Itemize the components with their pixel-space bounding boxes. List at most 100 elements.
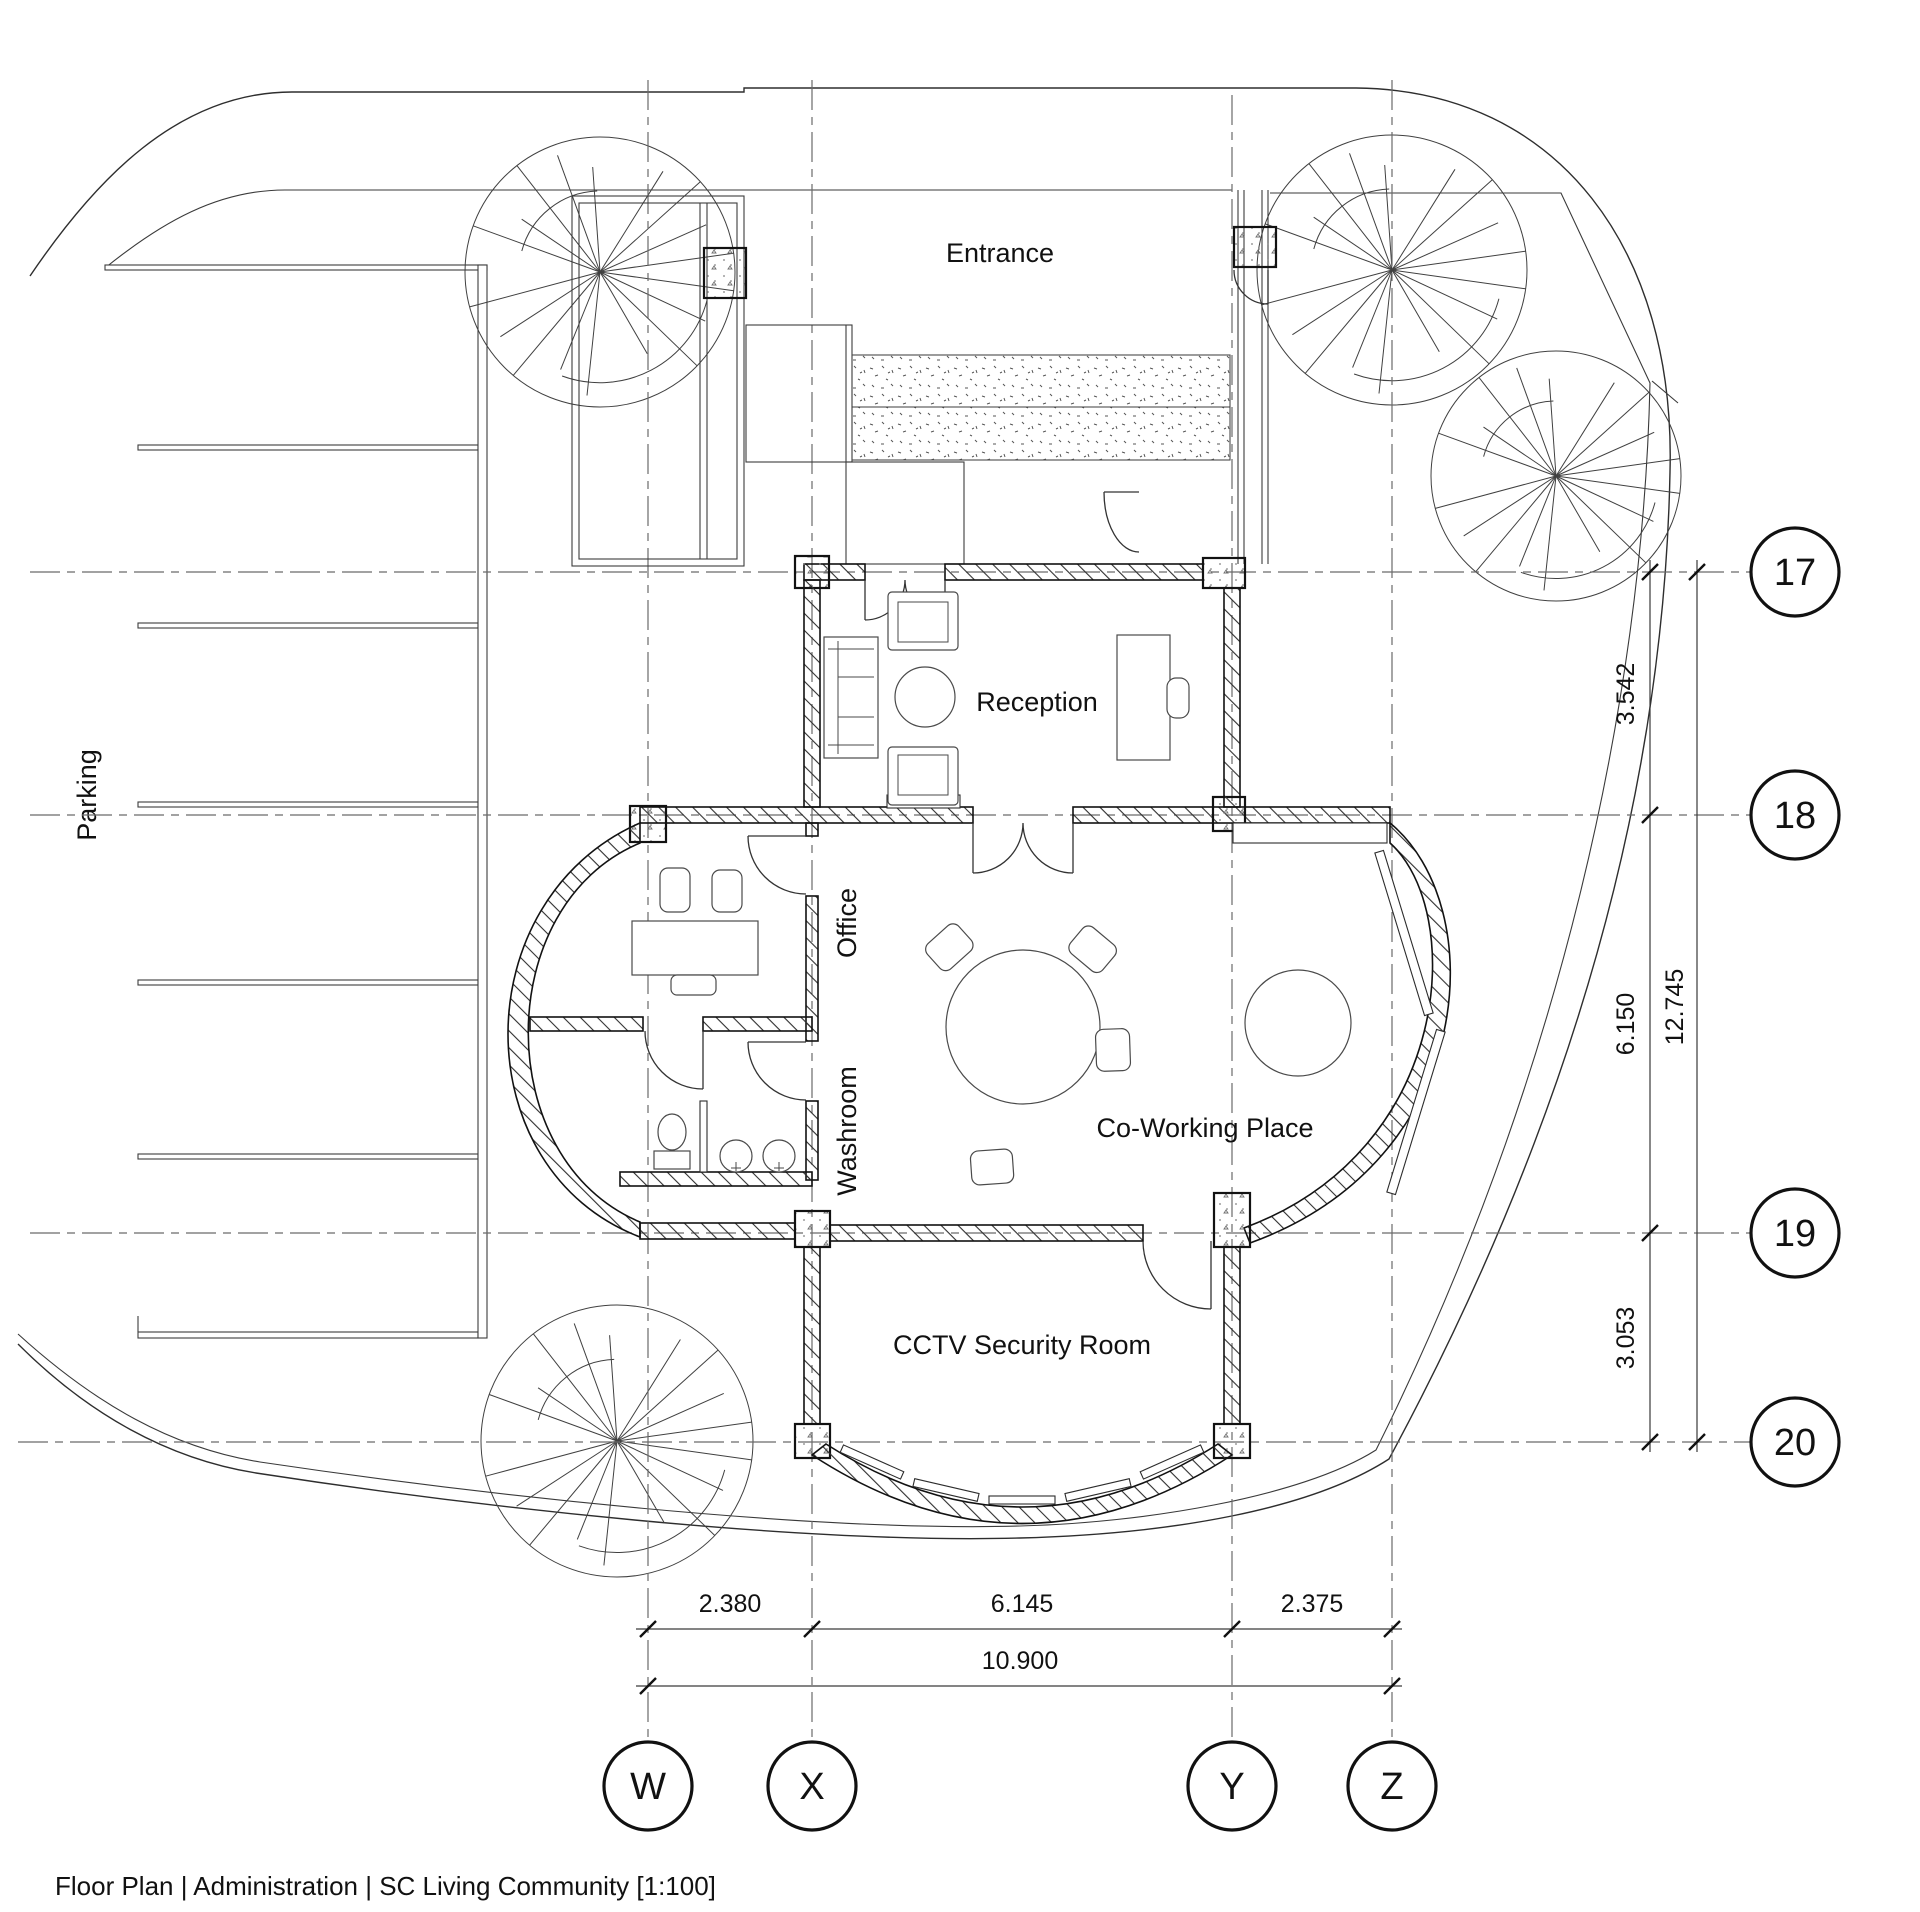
tree-icon xyxy=(464,136,736,408)
dim-col-3: 2.375 xyxy=(1281,1590,1344,1618)
office-chair xyxy=(711,869,743,913)
svg-text:Y: Y xyxy=(1219,1766,1244,1808)
toilet-tank xyxy=(653,1150,691,1170)
sink xyxy=(719,1139,753,1173)
east-wall-windows xyxy=(1374,849,1446,1196)
entrance-label: Entrance xyxy=(946,238,1054,268)
svg-text:18: 18 xyxy=(1774,795,1816,837)
svg-text:19: 19 xyxy=(1774,1213,1816,1255)
tree-icon xyxy=(480,1304,754,1578)
room-cctv: CCTV Security Room xyxy=(893,1330,1151,1360)
svg-text:W: W xyxy=(630,1766,666,1808)
svg-text:Z: Z xyxy=(1380,1766,1403,1808)
entrance-area: Entrance xyxy=(571,190,1278,567)
sofa xyxy=(823,636,879,759)
tree-icon xyxy=(1256,134,1528,406)
reception-desk xyxy=(1116,634,1171,761)
room-washroom: Washroom xyxy=(653,1066,862,1196)
washroom-door xyxy=(747,1041,807,1101)
parking-stall-line xyxy=(137,979,479,986)
dim-row-2: 6.150 xyxy=(1612,993,1640,1056)
coffee-table xyxy=(894,666,956,728)
room-office: Office xyxy=(631,867,862,996)
boundary-corner-tick xyxy=(1651,380,1679,404)
cctv-bay-wall xyxy=(810,1443,1234,1525)
column-X19 xyxy=(793,1209,832,1249)
tree-icon xyxy=(1430,350,1682,602)
entrance-steps-block xyxy=(845,461,965,565)
armchair xyxy=(887,746,959,806)
grid-bubble-17: 17 xyxy=(1749,526,1841,618)
coworking-chair xyxy=(925,923,974,972)
reception-coworking-double-door xyxy=(972,822,1074,874)
armchair xyxy=(887,591,959,651)
parking-stall-line xyxy=(137,444,479,451)
cctv-door xyxy=(1142,1240,1212,1310)
grid-bubbles: 17 18 19 20 W X Y Z xyxy=(602,526,1841,1832)
column-Y19 xyxy=(1212,1191,1252,1249)
trees xyxy=(464,134,1682,1578)
room-reception: Reception xyxy=(823,591,1190,806)
dim-row-3: 3.053 xyxy=(1612,1307,1640,1370)
entrance-column-right xyxy=(1232,225,1278,269)
parking-stall-line xyxy=(137,1153,479,1160)
cctv-bay-windows xyxy=(839,1444,1205,1505)
coworking-chair xyxy=(969,1148,1015,1186)
dim-col-1: 2.380 xyxy=(699,1590,762,1618)
corridor-door xyxy=(1233,269,1269,305)
office-door xyxy=(747,835,807,895)
parking-stall-line xyxy=(104,264,488,271)
cctv-label: CCTV Security Room xyxy=(893,1330,1151,1360)
site-boundary-inner xyxy=(17,189,1651,1528)
grid-bubble-Z: Z xyxy=(1346,1740,1438,1832)
grid-bubble-20: 20 xyxy=(1749,1396,1841,1488)
side-entry-door xyxy=(1103,491,1140,553)
grid-bubble-W: W xyxy=(602,1740,694,1832)
washroom-label: Washroom xyxy=(832,1066,862,1196)
dim-col-2: 6.145 xyxy=(991,1590,1054,1618)
site-boundary-outer xyxy=(17,87,1671,1540)
entrance-vestibule xyxy=(745,324,853,463)
svg-text:20: 20 xyxy=(1774,1422,1816,1464)
coworking-chair xyxy=(1068,925,1117,974)
room-coworking: Co-Working Place xyxy=(925,923,1352,1186)
parking-stall-line xyxy=(137,1331,479,1339)
svg-text:17: 17 xyxy=(1774,552,1816,594)
grid-bubble-Y: Y xyxy=(1186,1740,1278,1832)
parking-stall-line xyxy=(137,622,479,629)
sink xyxy=(762,1139,796,1173)
grid-bubble-X: X xyxy=(766,1740,858,1832)
entrance-column-left xyxy=(702,246,748,300)
washroom-inner-door xyxy=(644,1030,704,1090)
office-label: Office xyxy=(832,888,862,958)
office-chair xyxy=(670,974,717,996)
column-X20 xyxy=(793,1422,832,1460)
grid-bubble-19: 19 xyxy=(1749,1187,1841,1279)
sheet-title: Floor Plan | Administration | SC Living … xyxy=(55,1871,716,1901)
toilet xyxy=(657,1113,687,1151)
stair-enclosure-outer xyxy=(571,195,745,567)
grid-bubble-18: 18 xyxy=(1749,769,1841,861)
site-boundary xyxy=(17,87,1679,1540)
dim-col-total: 10.900 xyxy=(982,1647,1058,1675)
reception-label: Reception xyxy=(976,687,1098,717)
column-Y17 xyxy=(1201,556,1247,590)
office-desk xyxy=(631,920,759,976)
coworking-table xyxy=(945,949,1101,1105)
dim-row-1: 3.542 xyxy=(1612,663,1640,726)
svg-text:X: X xyxy=(799,1766,824,1808)
dimensions: 3.542 6.150 3.053 12.745 2.380 6.145 2.3… xyxy=(636,560,1706,1695)
stair-enclosure-inner xyxy=(578,202,738,560)
parking-edge-line xyxy=(477,264,488,1339)
coworking-chair xyxy=(1094,1028,1132,1072)
toilet-stall-partition xyxy=(699,1100,708,1173)
parking-stall-line xyxy=(137,801,479,808)
coworking-label: Co-Working Place xyxy=(1096,1113,1313,1143)
desk-chair xyxy=(1166,677,1190,719)
parking-area: Parking xyxy=(72,264,488,1339)
coworking-rug xyxy=(1244,969,1352,1077)
dim-row-total: 12.745 xyxy=(1661,969,1689,1045)
office-chair xyxy=(659,867,691,913)
